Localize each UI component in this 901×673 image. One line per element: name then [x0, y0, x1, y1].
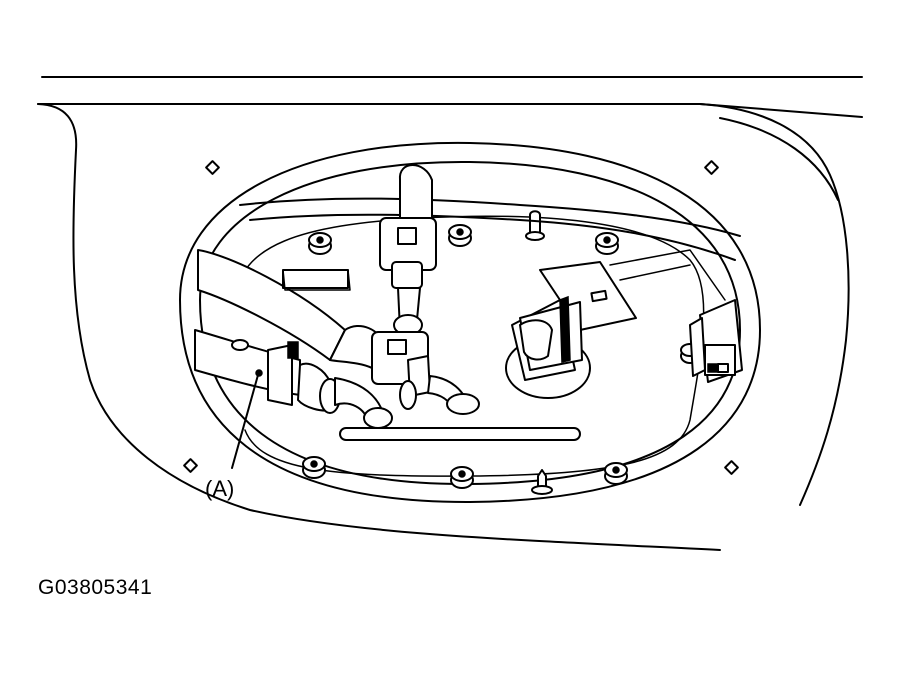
locating-pins	[525, 210, 553, 495]
lower-quick-connector	[371, 331, 480, 415]
plate-slot	[339, 427, 581, 441]
pump-connector	[505, 261, 637, 399]
harness-connector-right	[689, 299, 743, 383]
access-hole	[179, 141, 761, 504]
background-harness	[239, 197, 741, 301]
upper-hose-connector	[379, 164, 437, 336]
floor-panel-outline	[37, 76, 863, 551]
mounting-studs	[302, 224, 700, 489]
alignment-marks	[183, 160, 739, 475]
callout-label-a: (A)	[205, 476, 235, 501]
callout-A-leader	[231, 369, 263, 469]
clamped-hose-A	[194, 329, 393, 429]
figure-code: G03805341	[38, 576, 153, 599]
